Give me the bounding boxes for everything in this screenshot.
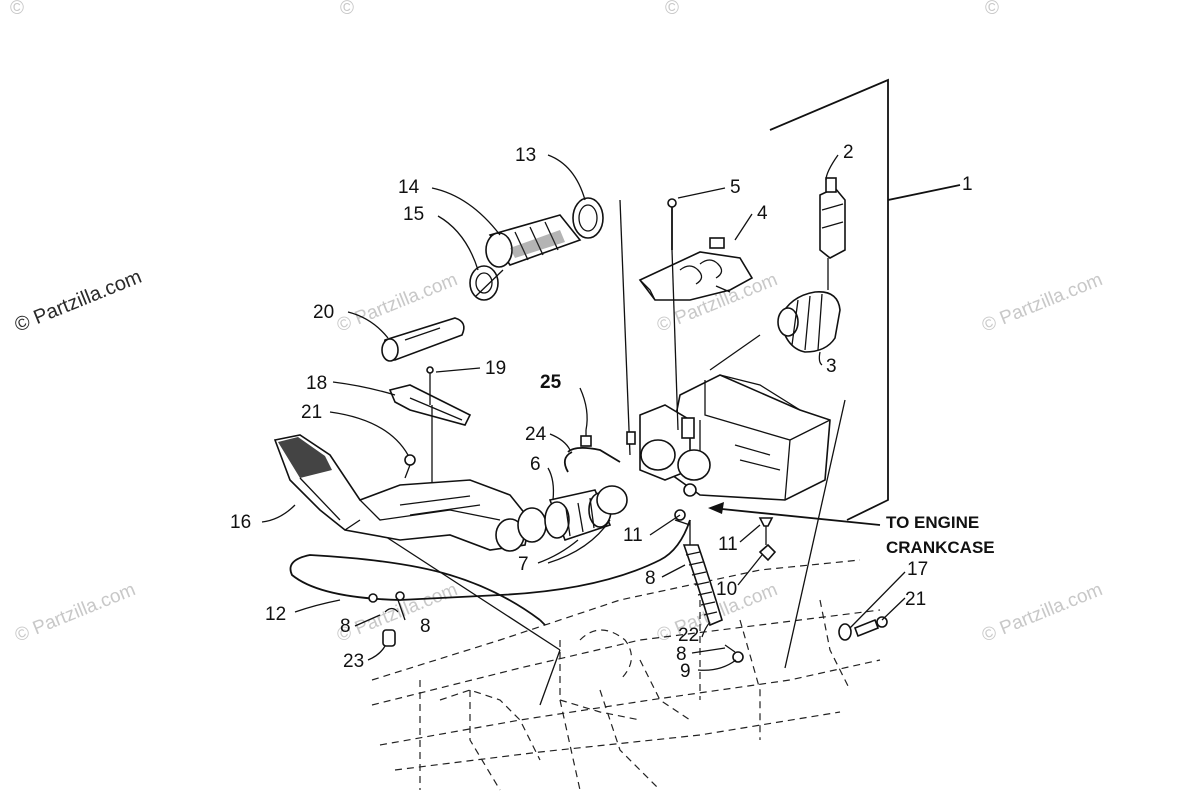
callout-21: 21 xyxy=(301,402,322,423)
callout-16: 16 xyxy=(230,512,251,533)
intake-tube[interactable] xyxy=(381,317,465,362)
callout-13: 13 xyxy=(515,145,536,166)
callout-22: 22 xyxy=(678,625,699,646)
callout-8: 8 xyxy=(420,616,431,637)
callout-2: 2 xyxy=(843,142,854,163)
watermark-corner: © xyxy=(665,0,679,19)
callout-11: 11 xyxy=(623,525,643,546)
breather-hose[interactable] xyxy=(682,520,723,627)
screw[interactable] xyxy=(853,616,888,638)
callout-25: 25 xyxy=(540,372,562,393)
air-box-cover[interactable] xyxy=(638,237,754,301)
callout-20: 20 xyxy=(313,302,334,323)
engine-crankcase-note: TO ENGINE CRANKCASE xyxy=(886,513,995,557)
callout-7: 7 xyxy=(518,554,529,575)
direction-arrow xyxy=(708,502,881,526)
note-line-1: TO ENGINE xyxy=(886,513,979,532)
hose-clamp[interactable] xyxy=(368,591,405,613)
hose-clamp[interactable] xyxy=(469,265,504,301)
hose-clamp[interactable] xyxy=(683,483,697,497)
hose-clamp[interactable] xyxy=(758,517,777,562)
assembly-bracket xyxy=(359,78,961,706)
intake-boot[interactable] xyxy=(485,214,582,268)
connector-boot[interactable] xyxy=(517,485,628,543)
hose-clamp[interactable] xyxy=(572,197,604,239)
callout-24: 24 xyxy=(525,424,547,445)
watermark-text: © Partzilla.com xyxy=(979,579,1106,646)
callout-21: 21 xyxy=(905,589,926,610)
hose-clamp[interactable] xyxy=(724,644,744,663)
watermark-corner: © xyxy=(10,0,24,19)
drain-hose[interactable] xyxy=(289,519,691,626)
watermark-text: © Partzilla.com xyxy=(334,579,461,646)
vent-hose[interactable] xyxy=(563,430,621,473)
watermark-text: © Partzilla.com xyxy=(979,269,1106,336)
callout-17: 17 xyxy=(907,559,928,580)
callout-6: 6 xyxy=(530,454,541,475)
screw[interactable] xyxy=(404,454,416,479)
callout-12: 12 xyxy=(265,604,286,625)
callout-23: 23 xyxy=(343,651,364,672)
callout-4: 4 xyxy=(757,203,768,224)
callout-18: 18 xyxy=(306,373,327,394)
watermark-text: © Partzilla.com xyxy=(12,579,139,646)
leader-lines xyxy=(261,154,906,671)
callout-1: 1 xyxy=(962,174,973,195)
callout-10: 10 xyxy=(716,579,737,600)
callout-8: 8 xyxy=(340,616,351,637)
callout-19: 19 xyxy=(485,358,506,379)
callout-15: 15 xyxy=(403,204,424,225)
watermark-text: © Partzilla.com xyxy=(12,266,145,337)
breather-valve[interactable] xyxy=(819,177,846,290)
watermark-corner: © xyxy=(985,0,999,19)
note-line-2: CRANKCASE xyxy=(886,538,995,557)
frame-outline xyxy=(371,559,881,791)
callout-8: 8 xyxy=(645,568,656,589)
screw[interactable] xyxy=(667,198,679,431)
air-filter[interactable] xyxy=(709,291,841,371)
callout-labels: 1 2 3 4 5 6 7 8 8 8 8 9 10 11 11 12 13 1… xyxy=(230,142,973,682)
callout-3: 3 xyxy=(826,356,837,377)
watermark-corner: © xyxy=(340,0,354,19)
air-box-assembly[interactable] xyxy=(626,374,831,501)
callout-9: 9 xyxy=(680,661,691,682)
mounting-strap[interactable] xyxy=(388,366,472,495)
drain-plug[interactable] xyxy=(382,629,396,647)
callout-5: 5 xyxy=(730,177,741,198)
intake-silencer[interactable] xyxy=(273,434,531,552)
callout-8: 8 xyxy=(676,644,687,665)
callout-11: 11 xyxy=(718,534,738,555)
washer[interactable] xyxy=(838,623,852,641)
callout-14: 14 xyxy=(398,177,420,198)
